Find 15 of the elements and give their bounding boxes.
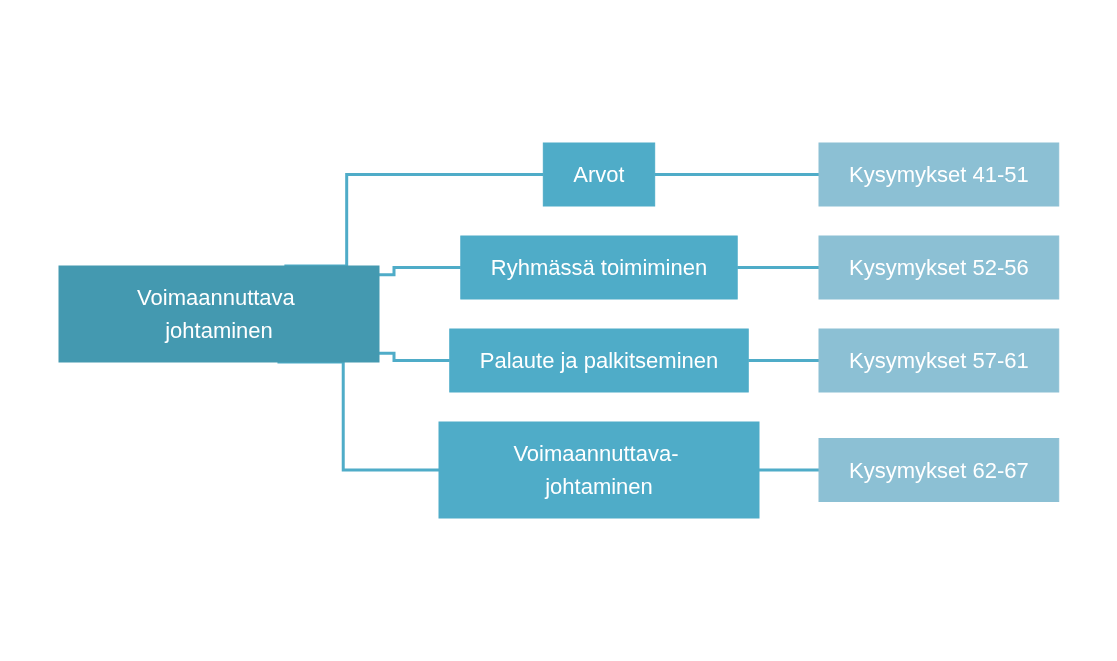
node-box: Kysymykset 41-51 bbox=[818, 142, 1059, 207]
node-box: Voimaannuttava- johtaminen bbox=[438, 421, 760, 519]
node-box: Ryhmässä toimiminen bbox=[459, 235, 738, 300]
node-box: Kysymykset 52-56 bbox=[818, 235, 1059, 300]
connector bbox=[378, 266, 461, 277]
node-box: Palaute ja palkitseminen bbox=[448, 328, 749, 393]
node-box: Voimaannuttava johtaminen bbox=[58, 265, 380, 363]
node-box: Kysymykset 62-67 bbox=[818, 438, 1059, 502]
connector bbox=[736, 266, 819, 269]
node-box: Kysymykset 57-61 bbox=[818, 328, 1059, 393]
connector bbox=[378, 351, 450, 362]
connector bbox=[654, 173, 819, 176]
connector bbox=[758, 468, 819, 472]
node-box: Arvot bbox=[542, 142, 655, 207]
connector bbox=[747, 359, 819, 362]
